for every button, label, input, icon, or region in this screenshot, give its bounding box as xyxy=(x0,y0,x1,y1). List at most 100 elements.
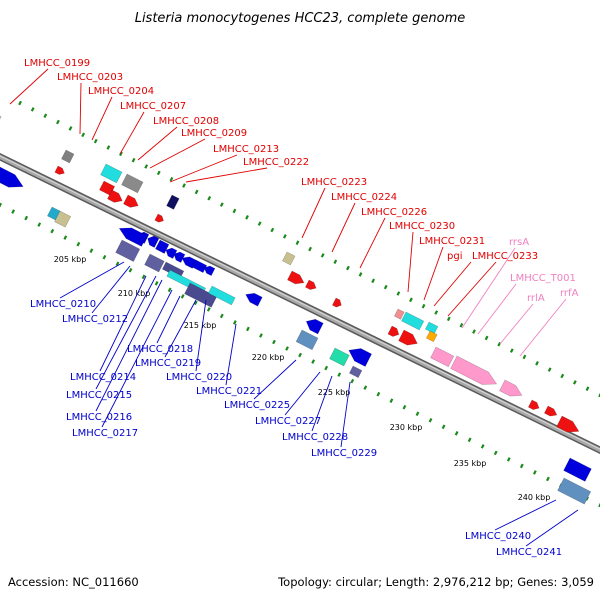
guide-dot xyxy=(371,278,376,284)
guide-dot xyxy=(232,320,237,325)
gene-label-reverse: LMHCC_0218 xyxy=(127,344,193,355)
gene-label-reverse: LMHCC_0228 xyxy=(282,432,348,443)
leader-line xyxy=(95,275,157,390)
guide-dot xyxy=(428,417,433,423)
guide-dot xyxy=(154,281,159,286)
guide-dot xyxy=(308,246,312,252)
guide-dot xyxy=(76,241,81,247)
label-leader-lines xyxy=(9,68,579,547)
guide-dot xyxy=(396,291,401,296)
guide-dot xyxy=(56,119,60,125)
guide-dot xyxy=(467,437,472,443)
guide-dot xyxy=(454,431,459,436)
leader-line xyxy=(423,246,444,301)
gene-block xyxy=(184,282,218,308)
leader-line xyxy=(331,202,356,253)
scale-tick-label: 230 kbp xyxy=(390,423,423,432)
gene-arrow xyxy=(287,270,305,285)
guide-dot xyxy=(193,300,198,306)
gene-block xyxy=(61,149,75,164)
guide-dot xyxy=(383,284,388,290)
gene-label-reverse: LMHCC_0219 xyxy=(135,358,201,369)
leader-line xyxy=(99,275,147,372)
scale-tick-label: 235 kbp xyxy=(454,459,487,468)
guide-dot xyxy=(282,234,287,239)
leader-line xyxy=(499,303,534,345)
guide-dot xyxy=(295,240,300,245)
leader-line xyxy=(195,299,207,372)
gene-label-reverse: LMHCC_0220 xyxy=(166,372,232,383)
gene-label-forward: LMHCC_0213 xyxy=(213,144,279,155)
gene-block xyxy=(401,311,425,331)
guide-dot xyxy=(333,259,338,265)
gene-block xyxy=(144,253,165,273)
genome-backbone xyxy=(0,152,600,455)
leader-line xyxy=(447,261,497,317)
gene-block xyxy=(329,347,350,367)
gene-arrow xyxy=(154,213,164,223)
guide-dot xyxy=(232,208,237,214)
leader-line xyxy=(461,247,516,329)
gene-label-reverse: LMHCC_0216 xyxy=(66,412,132,423)
guide-dot xyxy=(572,380,577,385)
guide-dot xyxy=(115,261,120,267)
gene-label-forward: LMHCC_0207 xyxy=(120,101,186,112)
guide-dot xyxy=(207,195,212,201)
guide-dot xyxy=(434,310,439,315)
summary-text: Topology: circular; Length: 2,976,212 bp… xyxy=(277,575,594,589)
map-title: Listeria monocytogenes HCC23, complete g… xyxy=(135,11,466,26)
gene-arrow xyxy=(0,164,24,188)
gene-label-rna: LMHCC_T001 xyxy=(510,273,576,284)
leader-line xyxy=(359,217,386,269)
gene-label-rna: rrlA xyxy=(527,293,545,304)
gene-block xyxy=(54,210,72,228)
leader-line xyxy=(9,68,49,105)
leader-line xyxy=(101,289,173,428)
guide-dot xyxy=(106,145,111,150)
gene-arrow xyxy=(387,325,400,337)
gene-block xyxy=(155,239,170,254)
gene-label-forward: LMHCC_0231 xyxy=(419,236,485,247)
guide-dot xyxy=(18,100,22,106)
guide-dot xyxy=(43,113,48,119)
guide-dot xyxy=(11,209,16,214)
gene-block xyxy=(166,194,180,210)
gene-label-reverse: LMHCC_0210 xyxy=(30,299,96,310)
leader-line xyxy=(477,283,517,335)
leader-line xyxy=(494,499,557,531)
gene-label-forward: LMHCC_0204 xyxy=(88,86,154,97)
guide-dot xyxy=(128,267,133,273)
guide-dot xyxy=(598,392,600,398)
gene-arrow xyxy=(147,235,160,248)
guide-dot xyxy=(141,274,146,280)
guide-dot xyxy=(93,138,98,144)
guide-dot xyxy=(441,424,446,430)
leader-line xyxy=(185,167,268,183)
guide-dot xyxy=(350,378,355,384)
guide-dot xyxy=(206,307,211,312)
leader-line xyxy=(95,279,163,412)
guide-dot xyxy=(156,170,161,176)
gene-block xyxy=(115,239,141,262)
gene-label-rna: rrsA xyxy=(509,237,529,248)
gene-arrow xyxy=(499,379,523,397)
guide-dot xyxy=(311,359,316,364)
leader-line xyxy=(519,298,567,357)
gene-label-reverse: LMHCC_0227 xyxy=(255,416,321,427)
gene-arrow xyxy=(304,279,317,290)
accession-text: Accession: NC_011660 xyxy=(8,575,139,589)
guide-dot xyxy=(472,329,476,334)
guide-dot xyxy=(519,463,524,469)
guide-dot xyxy=(547,367,552,372)
guide-dot xyxy=(415,411,420,417)
gene-arrow xyxy=(165,247,178,259)
gene-arrow xyxy=(543,405,558,417)
gene-label-forward: LMHCC_0233 xyxy=(472,251,538,262)
gene-arrow xyxy=(107,189,123,203)
guide-dot xyxy=(131,157,136,163)
gene-arrow xyxy=(527,399,540,410)
leader-line xyxy=(169,154,238,183)
leader-line xyxy=(253,359,297,400)
leader-line xyxy=(79,82,82,135)
